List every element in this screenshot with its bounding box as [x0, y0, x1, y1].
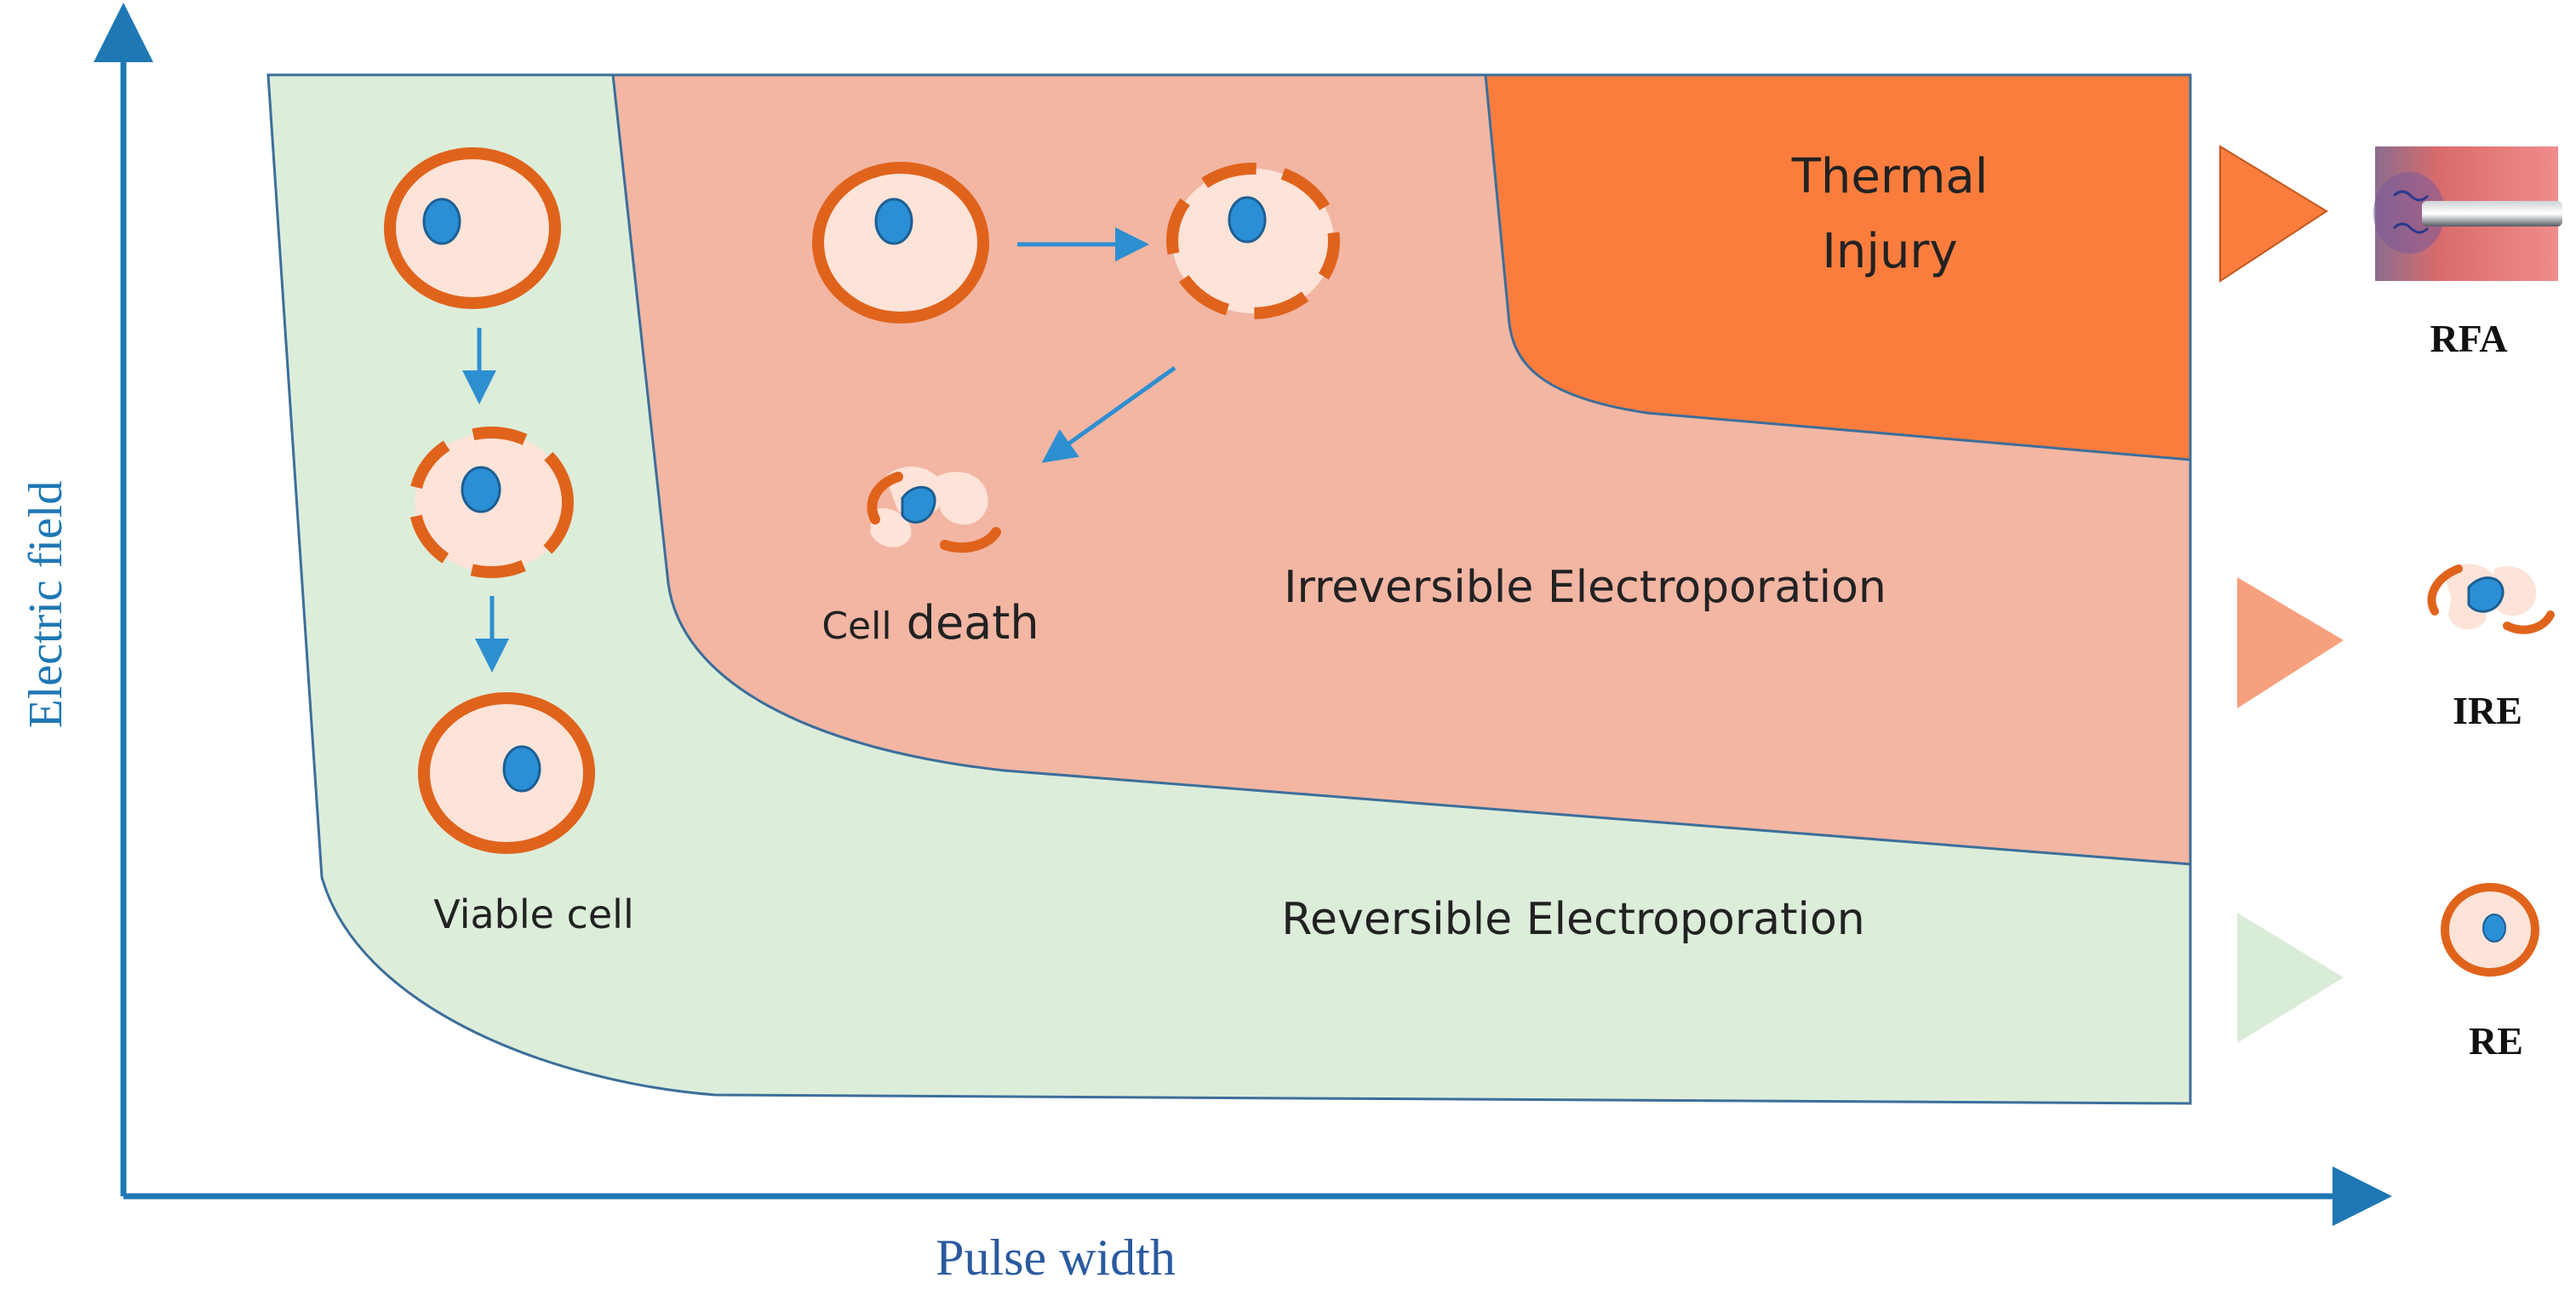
cell-death-label: Cell death	[821, 596, 1039, 650]
legend-label-ire: IRE	[2453, 689, 2522, 732]
legend-label-re: RE	[2469, 1019, 2523, 1063]
legend-triangle-re	[2237, 913, 2344, 1043]
cell-porated-left	[409, 427, 574, 578]
viable-cell-label: Viable cell	[433, 891, 633, 937]
cell-intact-top	[384, 147, 561, 309]
thermal-label-line2: Injury	[1822, 224, 1957, 279]
thermal-label-line1: Thermal	[1791, 149, 1989, 204]
legend-triangle-ire	[2237, 577, 2344, 708]
dead-cell-fragments	[867, 467, 1001, 553]
legend-icon-re	[2441, 883, 2539, 977]
cell-intact-middle	[812, 162, 989, 324]
region-thermal	[1484, 73, 2192, 461]
x-axis-label: Pulse width	[936, 1229, 1176, 1286]
irreversible-label: Irreversible Electroporation	[1284, 562, 1886, 613]
legend-label-rfa: RFA	[2430, 317, 2507, 360]
y-axis-label: Electric field	[20, 481, 72, 729]
rfa-probe-image	[2373, 146, 2562, 281]
cell-death-label-small: Cell	[821, 605, 891, 648]
cell-death-label-large: death	[907, 596, 1039, 650]
arrow-diagonal	[1041, 365, 1176, 463]
reversible-label: Reversible Electroporation	[1281, 894, 1864, 945]
cell-porated-middle	[1166, 163, 1340, 319]
cell-intact-recovered	[418, 692, 595, 854]
legend-icon-ire	[2427, 564, 2555, 634]
legend-triangle-rfa	[2219, 145, 2328, 283]
